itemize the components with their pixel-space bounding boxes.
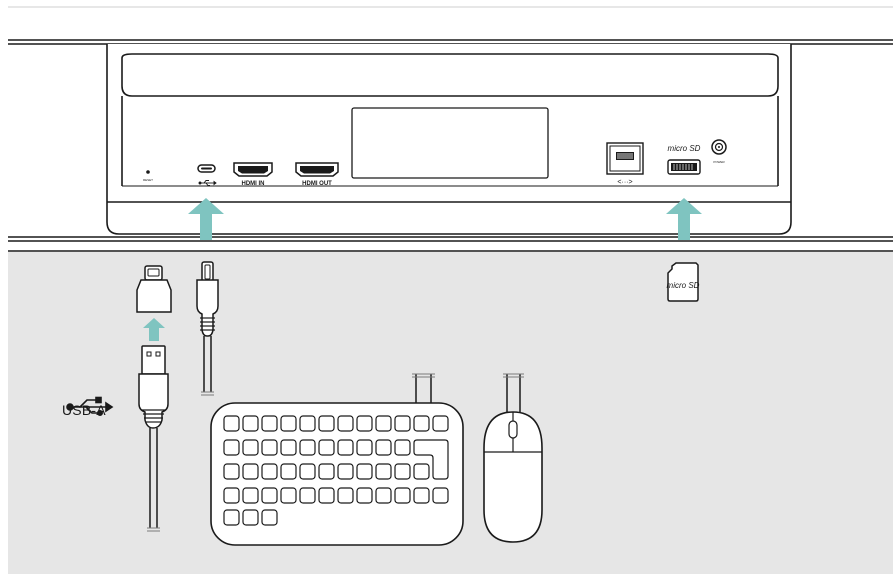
power-label: POWER (713, 160, 725, 164)
arrow-micro-sd-icon (666, 198, 702, 240)
micro-sd-logo-icon: micro SD (668, 144, 701, 153)
usb-c-adapter (136, 265, 172, 313)
usb-symbol-icon (198, 180, 217, 186)
mouse (483, 373, 543, 543)
usb-c-cable (196, 261, 219, 396)
ethernet-port[interactable] (606, 142, 644, 175)
display-window (351, 107, 549, 179)
reset-pinhole[interactable] (146, 170, 150, 174)
micro-sd-card-label: micro SD (667, 281, 700, 290)
hdmi-in-port[interactable] (233, 162, 273, 177)
hdmi-out-label: HDMI OUT (302, 181, 332, 187)
keyboard-keys (223, 415, 449, 526)
arrow-usb-c-icon (188, 198, 224, 240)
network-label: <···> (617, 179, 632, 186)
power-jack[interactable] (711, 139, 727, 155)
usb-trident-icon (66, 396, 114, 416)
hdmi-in-label: HDMI IN (242, 181, 265, 187)
reset-label: RESET (143, 178, 153, 182)
usb-a-cable (138, 345, 169, 532)
usb-c-port[interactable] (197, 164, 216, 173)
arrow-adapter-icon (143, 318, 165, 341)
micro-sd-label: micro SD (668, 144, 701, 153)
usb-a-label: USB-A (62, 402, 106, 418)
micro-sd-slot[interactable] (667, 159, 701, 175)
micro-sd-card-icon: micro SD (667, 262, 700, 302)
hdmi-out-port[interactable] (295, 162, 339, 177)
keyboard (210, 373, 464, 546)
